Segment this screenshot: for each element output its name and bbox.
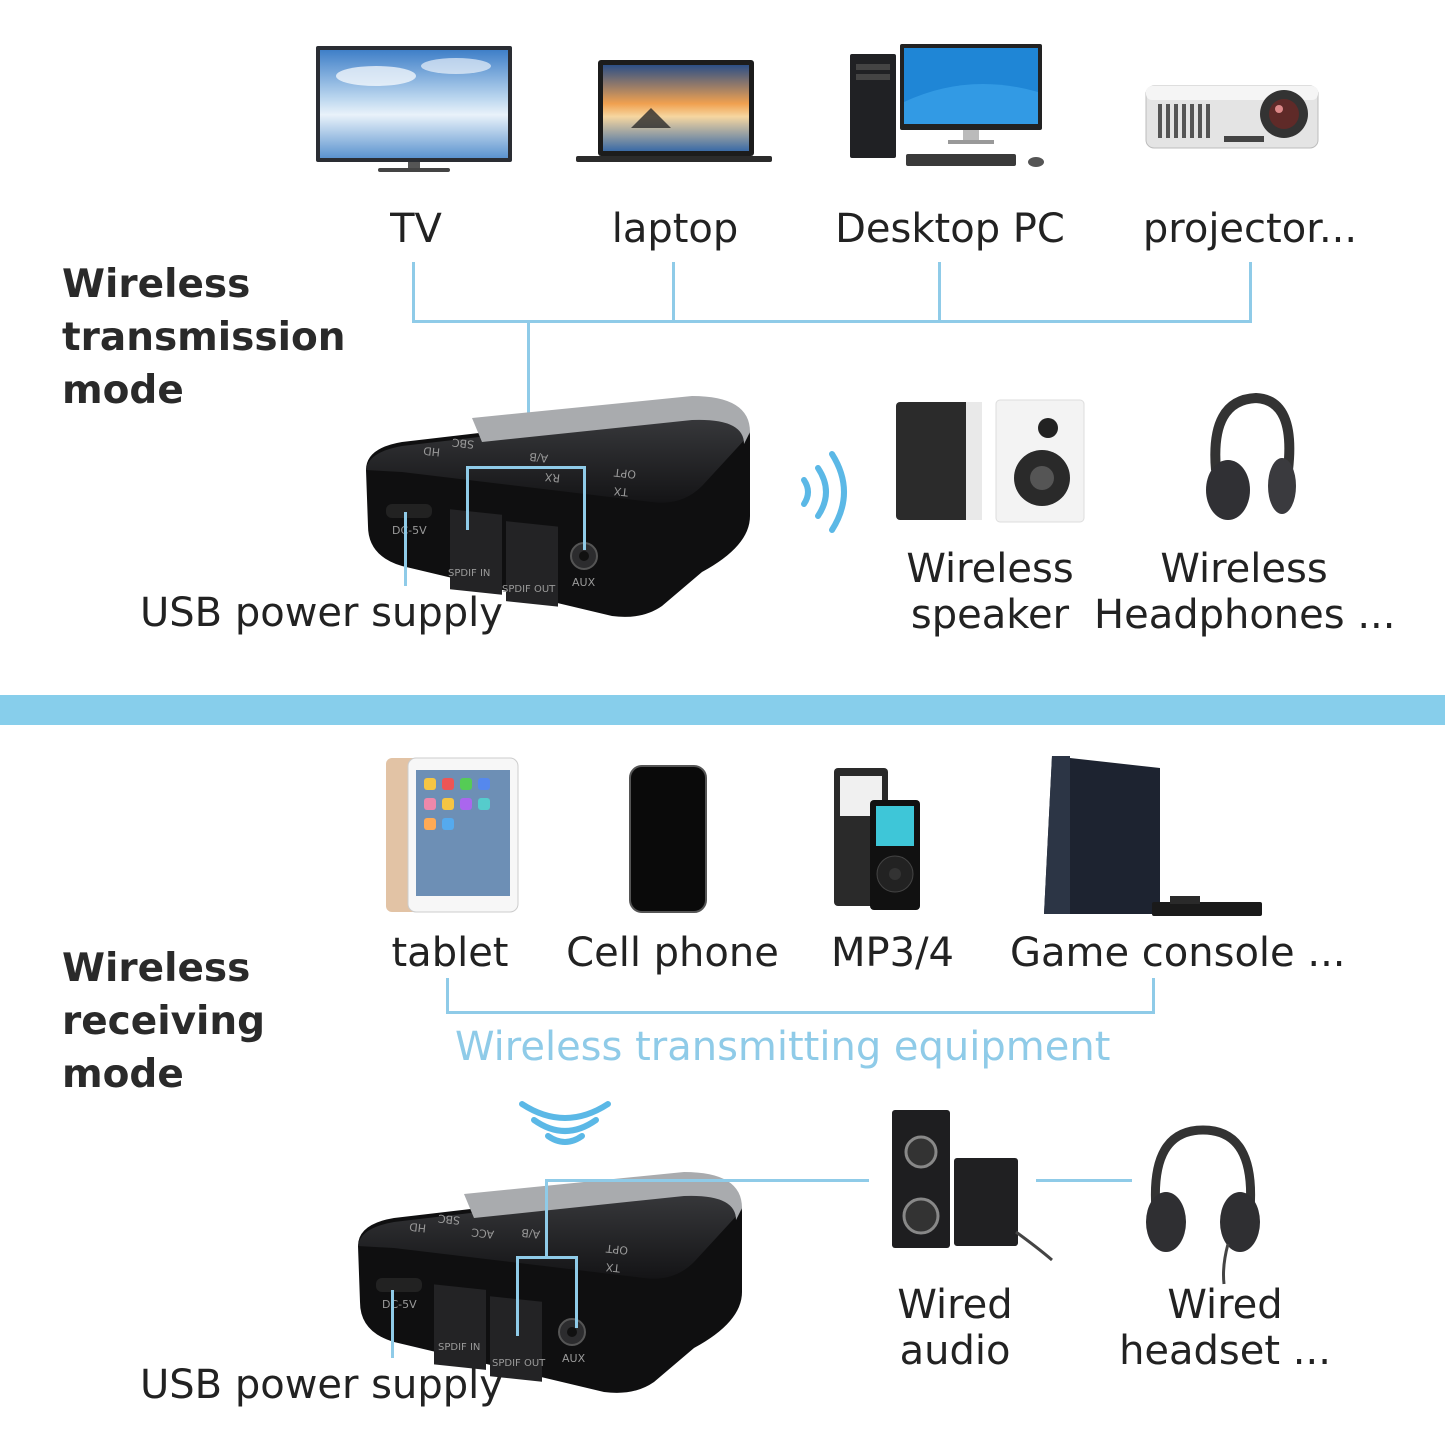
connector-line	[527, 320, 530, 470]
mode-line: Wireless	[62, 946, 251, 991]
output-label-wireless-headphones: Wireless Headphones ...	[1094, 546, 1396, 638]
power-label-transmission: USB power supply	[140, 590, 503, 636]
device-port-aux: AUX	[562, 1352, 586, 1365]
output-label-line: Wireless	[1160, 546, 1328, 592]
connector-line	[516, 1256, 519, 1336]
connector-line	[446, 978, 449, 1014]
source-label-projector: projector...	[1142, 206, 1358, 252]
source-label-tablet: tablet	[391, 930, 509, 976]
source-label-tv: TV	[390, 206, 442, 252]
desktop-pc-icon	[850, 44, 1044, 167]
device-port-spdif-out: SPDIF OUT	[502, 584, 556, 595]
bluetooth-adapter-device: DC-5V SPDIF IN SPDIF OUT AUX HD SBC ACC …	[358, 1172, 742, 1393]
projector-icon	[1145, 85, 1319, 149]
device-port-spdif-in: SPDIF IN	[438, 1342, 480, 1353]
headphones-icon	[1206, 392, 1296, 520]
wired-speaker-icon	[892, 1110, 1053, 1262]
output-label-line: headset ...	[1119, 1328, 1331, 1374]
source-label-desktop-pc: Desktop PC	[835, 206, 1065, 252]
connector-line	[583, 466, 586, 550]
output-label-wireless-speaker: Wireless speaker	[900, 546, 1080, 638]
mp3-player-icon	[834, 768, 920, 910]
speaker-icon	[896, 399, 1085, 523]
section-divider	[0, 695, 1445, 725]
power-label-receiving: USB power supply	[140, 1362, 503, 1408]
connector-line	[466, 466, 586, 469]
connector-line	[545, 1179, 548, 1259]
wireless-signal-icon	[519, 1101, 611, 1145]
output-label-wired-headset: Wired headset ...	[1110, 1282, 1340, 1374]
device-top-acc: ACC	[470, 1225, 494, 1240]
connector-line	[466, 466, 469, 530]
device-top-ab: A/B	[521, 1226, 541, 1241]
cell-phone-icon	[629, 765, 707, 913]
connector-line	[545, 1179, 869, 1182]
mode-line: receiving	[62, 999, 266, 1044]
device-top-tx: TX	[613, 484, 630, 499]
source-label-laptop: laptop	[611, 206, 739, 252]
output-label-line: Wired	[897, 1282, 1013, 1328]
output-label-line: Wired	[1167, 1282, 1283, 1328]
connector-line	[446, 1011, 1155, 1014]
wired-headset-icon	[1146, 1125, 1260, 1285]
connector-line	[391, 1290, 394, 1358]
group-label-transmitting-equipment: Wireless transmitting equipment	[455, 1024, 1111, 1070]
laptop-icon	[576, 60, 772, 162]
tablet-icon	[386, 757, 519, 913]
game-console-icon	[1044, 756, 1262, 916]
device-top-hd: HD	[423, 444, 441, 459]
connector-line	[938, 262, 941, 323]
output-label-line: Wireless	[906, 546, 1074, 592]
connector-line	[575, 1256, 578, 1328]
device-top-hd: HD	[409, 1220, 427, 1235]
device-top-sbc: SBC	[437, 1212, 461, 1227]
connector-line	[516, 1256, 578, 1259]
mode-line: mode	[62, 368, 184, 413]
connector-line	[1152, 978, 1155, 1014]
source-label-game-console: Game console ...	[1010, 930, 1346, 976]
device-port-dc: DC-5V	[382, 1298, 417, 1311]
mode-line: Wireless	[62, 262, 251, 307]
output-label-line: Headphones ...	[1094, 592, 1396, 638]
device-port-aux: AUX	[572, 576, 596, 589]
device-top-rx: RX	[544, 470, 561, 485]
tv-icon	[316, 46, 512, 172]
output-label-wired-audio: Wired audio	[880, 1282, 1030, 1374]
device-port-spdif-out: SPDIF OUT	[492, 1358, 546, 1369]
device-port-spdif-in: SPDIF IN	[448, 568, 490, 579]
device-top-opt: OPT	[613, 466, 637, 481]
mode-line: transmission	[62, 315, 346, 360]
connector-line	[412, 262, 415, 323]
device-top-sbc: SBC	[451, 436, 475, 451]
connector-line	[412, 320, 1252, 323]
mode-label-transmission: Wireless transmission mode	[62, 258, 346, 417]
connector-line	[672, 262, 675, 323]
connector-line	[1249, 262, 1252, 323]
connector-line	[404, 512, 407, 586]
source-label-mp3: MP3/4	[830, 930, 954, 976]
device-top-opt: OPT	[605, 1242, 629, 1257]
connector-line	[1036, 1179, 1132, 1182]
wireless-signal-icon	[801, 451, 847, 533]
bluetooth-adapter-device: DC-5V SPDIF IN SPDIF OUT AUX HD SBC A/B …	[366, 396, 750, 617]
device-top-tx: TX	[605, 1260, 622, 1275]
device-top-ab: A/B	[529, 450, 549, 465]
mode-line: mode	[62, 1052, 184, 1097]
output-label-line: audio	[899, 1328, 1011, 1374]
device-port-dc: DC-5V	[392, 524, 427, 537]
source-label-cell-phone: Cell phone	[566, 930, 779, 976]
mode-label-receiving: Wireless receiving mode	[62, 942, 265, 1101]
output-label-line: speaker	[910, 592, 1070, 638]
